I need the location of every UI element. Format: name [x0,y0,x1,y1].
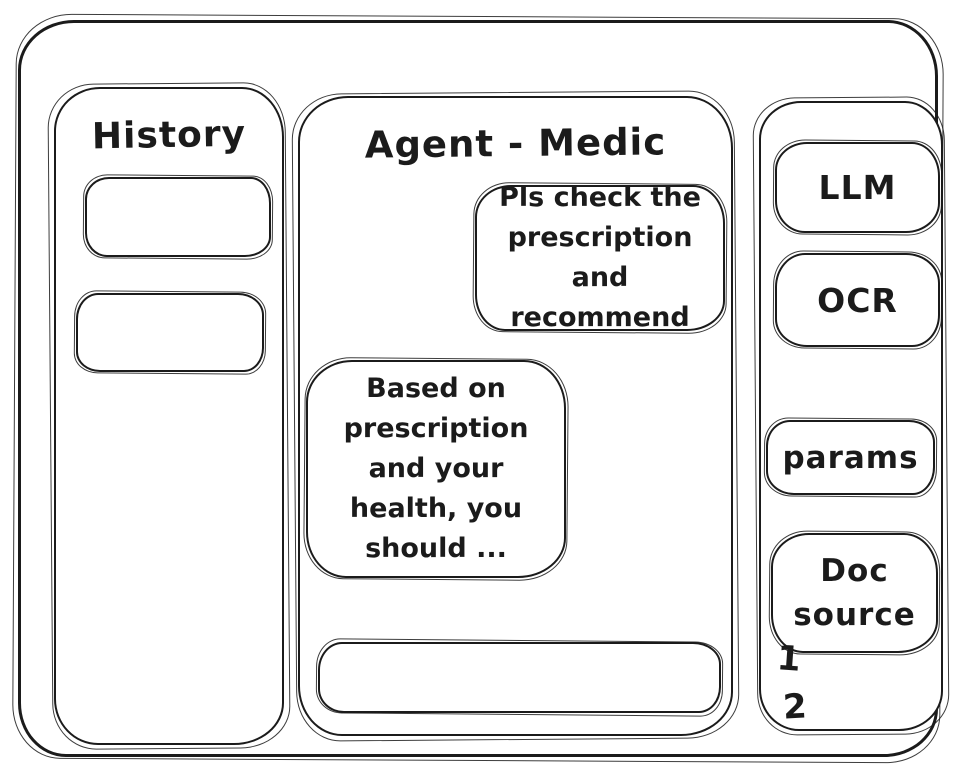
annotation-number-2: 2 [781,686,809,728]
chat-title: Agent - Medic [364,120,667,167]
history-item[interactable] [85,177,271,257]
tools-panel: LLM OCR params Doc source 1 2 [759,101,943,731]
doc-source-button[interactable]: Doc source [771,533,938,653]
history-panel-title: History [91,113,247,158]
annotation-number-1: 1 [775,638,804,680]
message-input[interactable] [318,642,721,713]
params-button[interactable]: params [766,420,935,495]
assistant-message-bubble: Based on prescription and your health, y… [306,360,566,578]
chat-panel: Agent - Medic Pls check the prescription… [298,96,733,736]
ocr-button[interactable]: OCR [775,253,940,347]
user-message-text: Pls check the prescription and recommend [499,182,701,333]
history-panel: History [54,87,284,745]
history-item[interactable] [76,293,264,372]
app-window-frame: History Agent - Medic Pls check the pres… [18,20,943,757]
assistant-message-text: Based on prescription and your health, y… [343,373,529,564]
user-message-bubble: Pls check the prescription and recommend [475,182,725,333]
llm-button[interactable]: LLM [775,142,940,233]
